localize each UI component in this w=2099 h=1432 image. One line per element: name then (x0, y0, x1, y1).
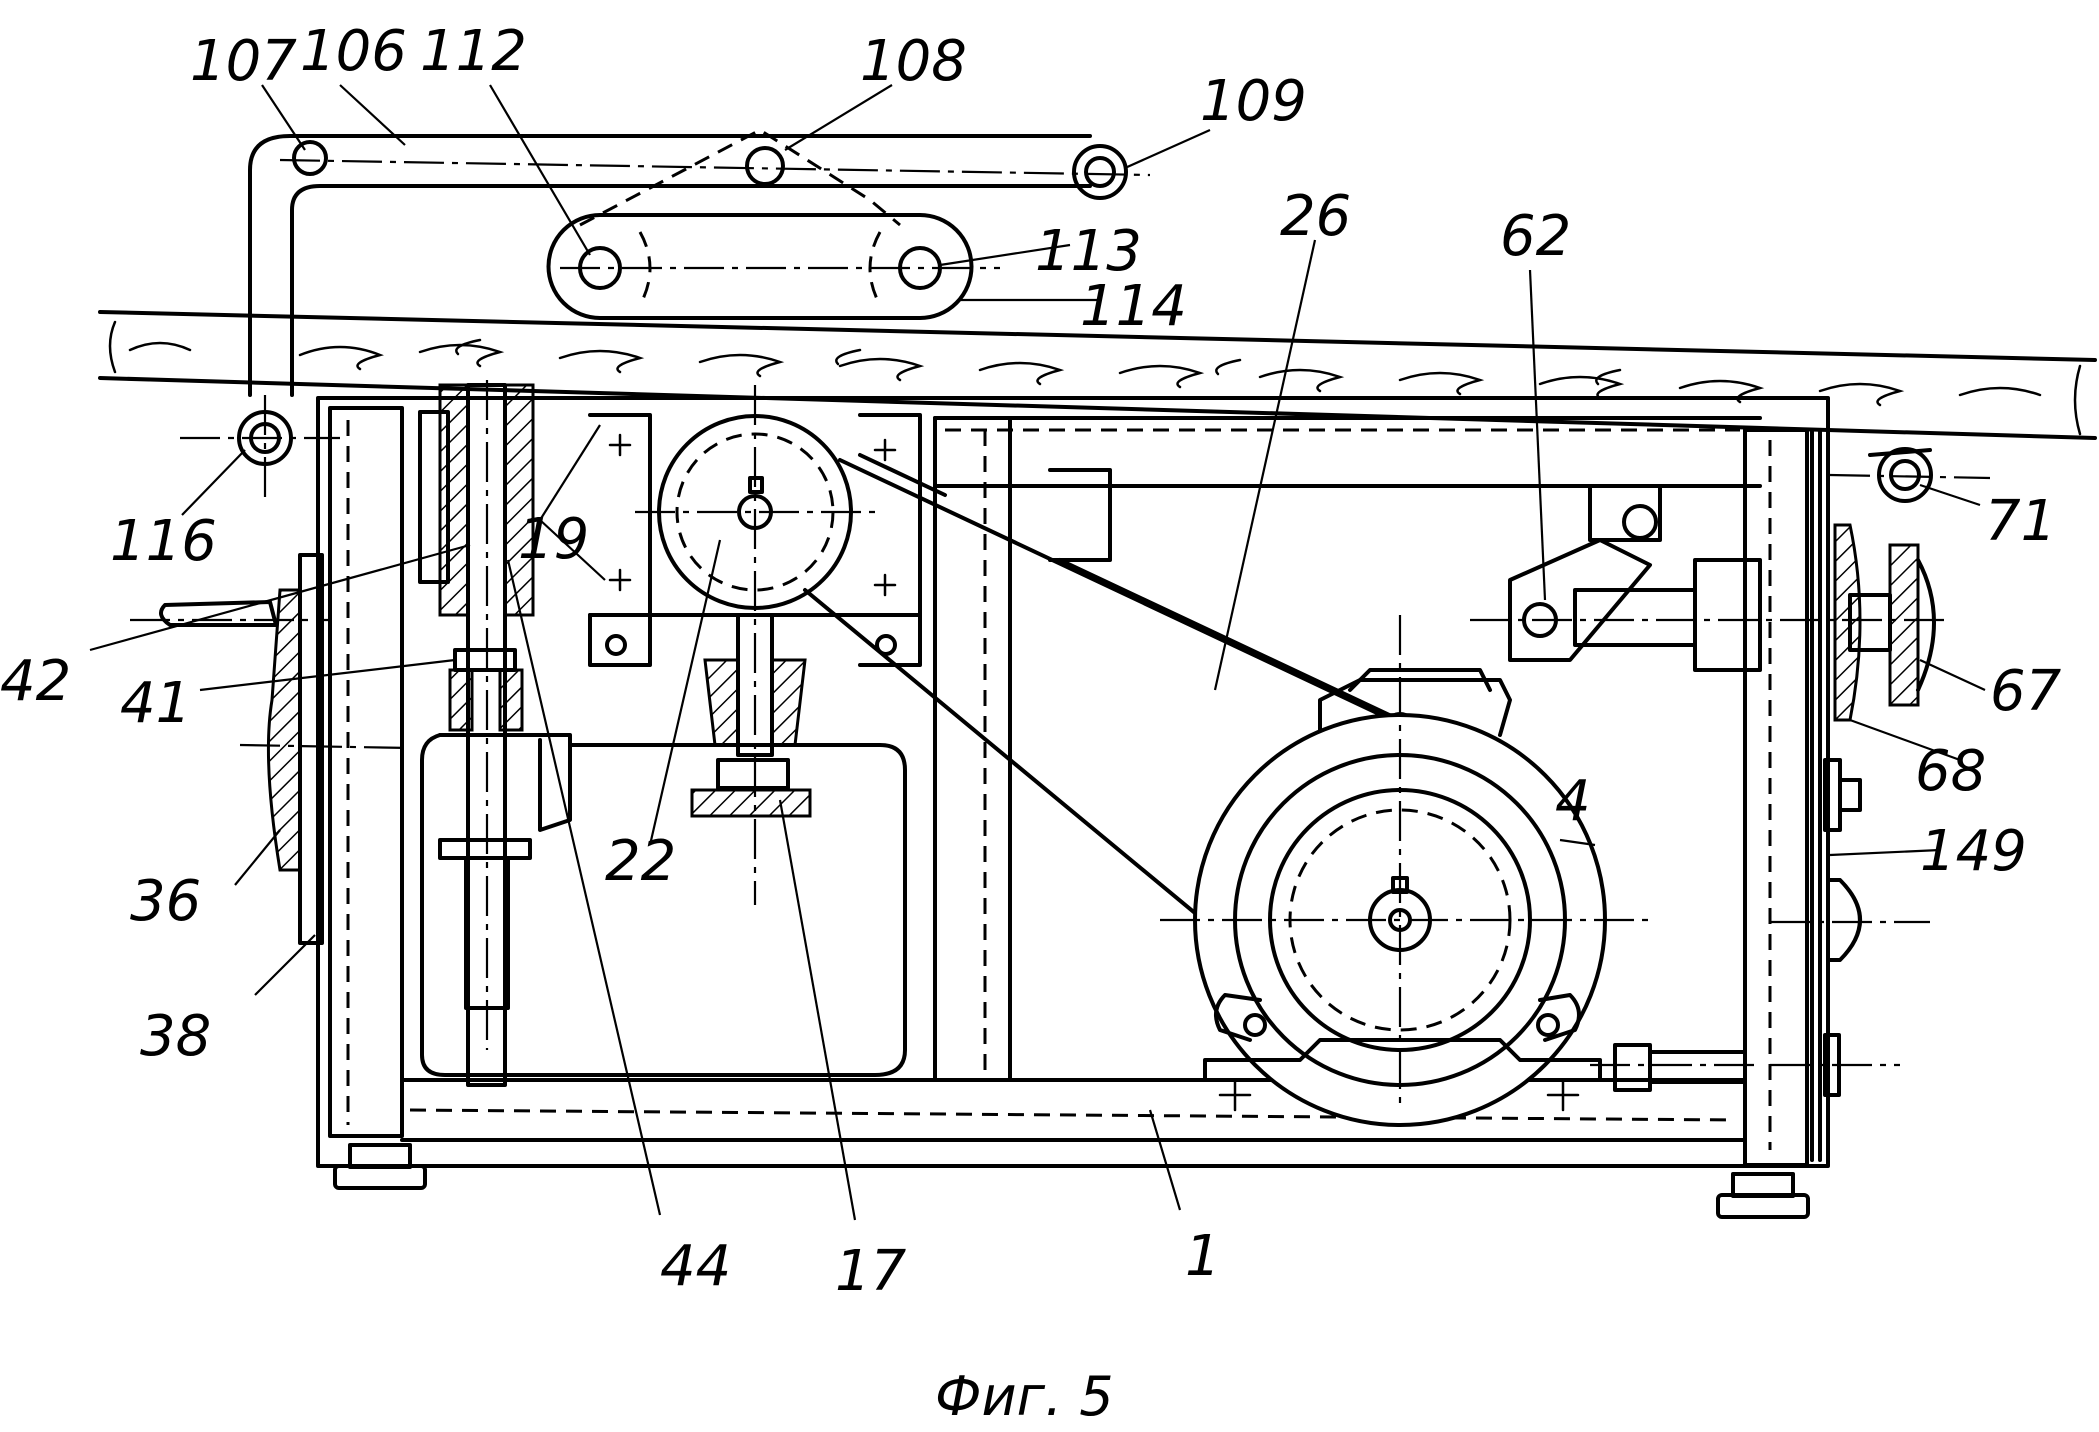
vertical-shaft-44 (418, 380, 535, 1087)
label-22: 22 (605, 829, 676, 894)
label-36: 36 (130, 869, 201, 934)
label-71: 71 (1985, 489, 2056, 554)
knob-67 (1833, 523, 1936, 722)
label-113: 113 (1035, 219, 1142, 284)
controls-149 (1590, 758, 1930, 1097)
label-109: 109 (1200, 69, 1307, 134)
label-41: 41 (120, 671, 191, 736)
label-62: 62 (1500, 204, 1571, 269)
label-116: 116 (110, 509, 217, 574)
pivot-108 (745, 146, 785, 186)
label-38: 38 (140, 1004, 211, 1069)
handle-36 (159, 600, 278, 627)
label-107: 107 (190, 29, 297, 94)
label-106: 106 (300, 19, 407, 84)
pivot-71 (1829, 447, 1991, 503)
label-17: 17 (835, 1239, 907, 1304)
label-26: 26 (1280, 184, 1351, 249)
leader-lines (89, 84, 1986, 1221)
label-67: 67 (1990, 659, 2062, 724)
clamp-116 (180, 395, 340, 505)
foot-left (333, 1164, 427, 1190)
figure-caption: Фиг. 5 (935, 1365, 1114, 1428)
foot-right (1716, 1193, 1810, 1219)
mount-19 (588, 413, 922, 667)
label-4: 4 (1555, 769, 1591, 834)
roller-109 (1072, 144, 1128, 200)
label-112: 112 (420, 19, 527, 84)
side-handle-assembly (130, 553, 411, 945)
feed-lever-106 (248, 134, 1151, 397)
label-149: 149 (1920, 819, 2027, 884)
wood-grain (128, 338, 2042, 407)
pivot-107 (292, 140, 328, 176)
motor-4 (1160, 615, 1650, 1127)
knurled-knob-17 (690, 788, 812, 818)
spindle-17 (690, 613, 812, 818)
pulley-22 (635, 385, 875, 905)
adjuster-62 (1470, 484, 1950, 672)
reservoir-housing (420, 733, 907, 1077)
label-68: 68 (1915, 739, 1986, 804)
label-114: 114 (1080, 274, 1187, 339)
label-44: 44 (660, 1234, 731, 1299)
feed-rollers-113-114 (546, 128, 1000, 320)
reference-labels: 107 106 112 108 109 26 62 113 114 116 19… (0, 19, 2062, 1304)
frame-1 (316, 396, 1830, 1219)
label-108: 108 (860, 29, 967, 94)
label-42: 42 (0, 649, 71, 714)
plate-38 (298, 553, 324, 945)
label-19: 19 (518, 507, 589, 572)
label-1: 1 (1185, 1224, 1221, 1289)
